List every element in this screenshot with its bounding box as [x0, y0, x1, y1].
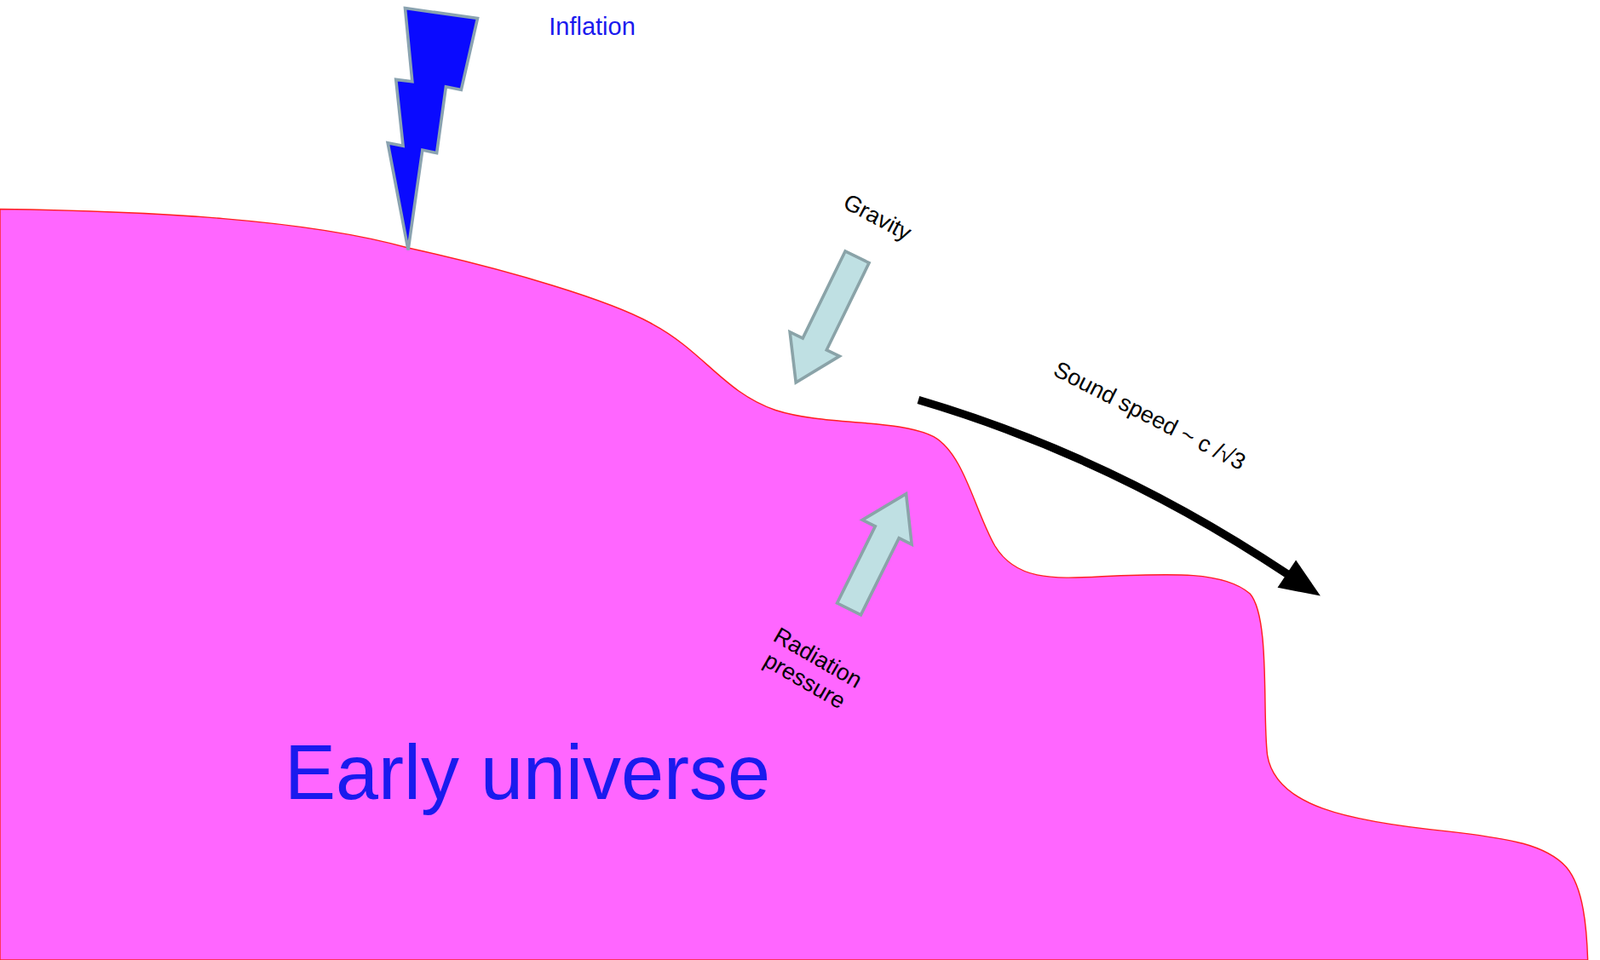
region-title: Early universe — [284, 729, 771, 818]
sound-speed-arrowhead — [1277, 560, 1321, 597]
gravity-label: Gravity — [839, 189, 916, 248]
lightning-bolt — [387, 8, 478, 251]
region-outline — [0, 209, 1589, 960]
gravity-arrow — [789, 251, 870, 383]
radiation-pressure-arrow — [837, 494, 913, 616]
sound-speed-arrow — [918, 399, 1289, 575]
inflation-label: Inflation — [548, 12, 636, 41]
sound-speed-label: Sound speed ~ c /√3 — [1048, 356, 1249, 477]
